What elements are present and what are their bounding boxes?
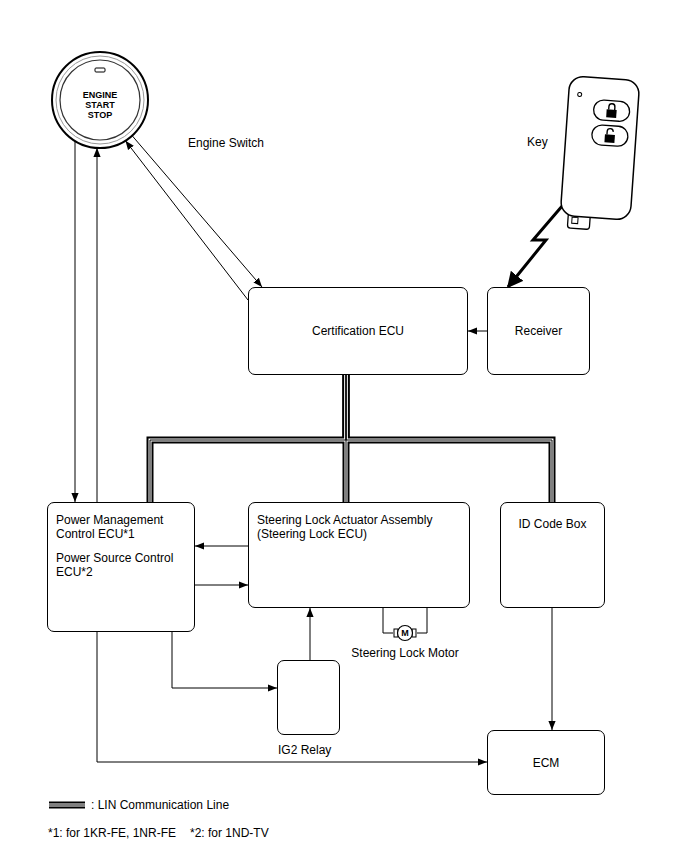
ecu-box: Steering Lock Actuator Assembly (Steerin… [248, 502, 470, 608]
box-label: Steering Lock Actuator Assembly (Steerin… [257, 513, 459, 541]
signal-line [132, 136, 262, 287]
smart-key-outline [563, 76, 643, 234]
smart-key: Key [563, 76, 643, 234]
footnote: *1: for 1KR-FE, 1NR-FE [48, 826, 176, 840]
part-name: Engine Switch [188, 136, 264, 150]
footnote: *2: for 1ND-TV [190, 826, 269, 840]
signal-line [552, 608, 553, 730]
signal-line [417, 608, 427, 633]
box-label: Receiver [515, 324, 562, 338]
box-label: ID Code Box [507, 517, 598, 531]
engine-switch: ENGINE START STOPEngine Switch [50, 50, 150, 150]
lin-bus-line [346, 375, 552, 502]
ecu-box: Certification ECU [248, 287, 468, 375]
signal-line [172, 632, 277, 688]
ecu-box: ECM [487, 730, 605, 795]
ecu-box: Power Management Control ECU*1Power Sour… [47, 502, 195, 632]
lin-bus-line [150, 375, 346, 502]
wireless-signal [508, 205, 563, 287]
signal-line [468, 331, 487, 332]
box-label: ECM [533, 756, 560, 770]
signal-line [97, 148, 98, 502]
relay-box: IG2 Relay [277, 660, 340, 735]
box-label: Power Management Control ECU*1 [56, 513, 184, 541]
signal-line [125, 141, 248, 300]
box-label: Certification ECU [312, 324, 404, 338]
legend-row: : LIN Communication Line [48, 798, 229, 812]
signal-line [97, 632, 487, 762]
signal-line [195, 585, 248, 586]
switch-face-text: ENGINE START STOP [79, 90, 121, 120]
module-box: ID Code Box [500, 502, 605, 608]
part-name: IG2 Relay [278, 743, 331, 757]
lin-bus-line [150, 375, 346, 502]
box-label: Power Source Control ECU*2 [56, 551, 184, 579]
legend-swatch [48, 799, 88, 811]
part-name: Key [527, 135, 548, 149]
signal-line [195, 546, 248, 547]
part-name: Steering Lock Motor [351, 646, 458, 660]
motor-symbol: MSteering Lock Motor [393, 624, 417, 642]
receiver-box: Receiver [487, 287, 590, 375]
signal-line [75, 141, 76, 502]
lin-bus-line [346, 375, 552, 502]
lin-bus-line [346, 375, 552, 502]
signal-line [383, 608, 393, 633]
motor-letter: M [401, 628, 409, 638]
lin-bus-line [150, 375, 346, 502]
signal-line [310, 608, 311, 660]
legend-text: : LIN Communication Line [91, 798, 229, 812]
